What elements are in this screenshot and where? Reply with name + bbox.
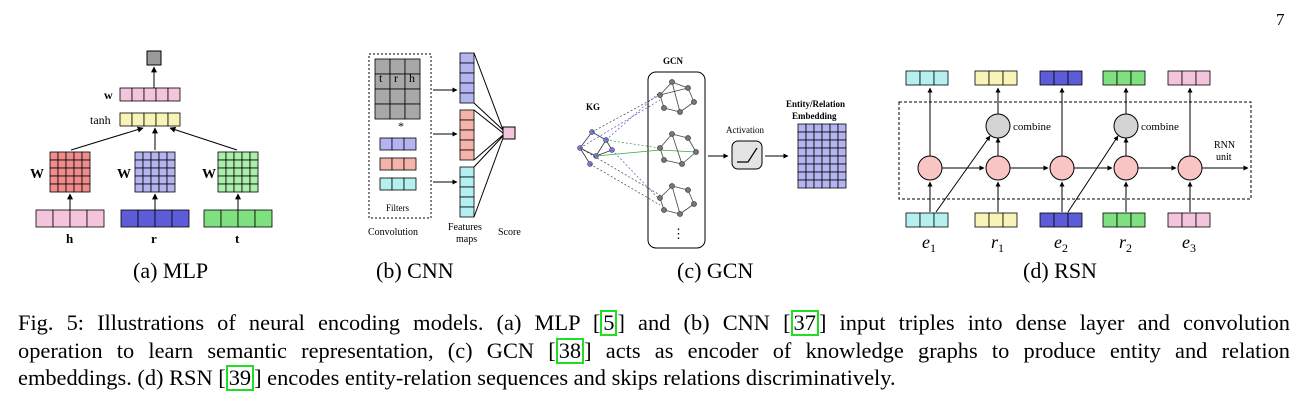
rsn-combine-label-1: combine [1013, 121, 1051, 133]
mlp-input-label-r: r [151, 231, 157, 246]
cnn-score-node [502, 126, 516, 140]
rsn-input-e3 [1167, 212, 1211, 228]
cnn-filter-letter-r: r [394, 71, 398, 85]
page-number: 7 [1276, 10, 1285, 29]
rsn-input-r2 [1102, 212, 1146, 228]
mlp-input-label-t: t [235, 231, 240, 246]
rsn-label-e2: e2 [1054, 232, 1068, 255]
cnn-feature-maps-label-1: Features [448, 222, 482, 233]
cnn-convolution-box [368, 53, 432, 219]
cnn-convolution-label: Convolution [368, 227, 418, 238]
gcn-activation-box [731, 140, 763, 170]
mlp-input-r [120, 209, 190, 228]
rsn-label-r1: r1 [991, 232, 1004, 255]
gcn-embedding-matrix [797, 123, 847, 189]
citation-link-39[interactable]: 39 [225, 365, 255, 391]
rsn-panel: combine combine RNN unit e1 r1 e2 r2 e3 [898, 70, 1252, 255]
cnn-score-label: Score [498, 227, 521, 238]
cnn-feature-map-2 [459, 109, 475, 161]
subcaption-gcn: (c) GCN [677, 258, 754, 283]
citation-link-5[interactable]: 5 [600, 310, 618, 336]
rsn-input-e1 [905, 212, 949, 228]
mlp-input-label-h: h [66, 231, 74, 246]
cnn-convolution-operator: * [398, 119, 404, 133]
subcaption-mlp: (a) MLP [133, 258, 209, 283]
mlp-panel: w tanh W W W h r t [30, 50, 273, 246]
gcn-ellipsis: ⋮ [672, 226, 685, 241]
mlp-weight-matrix-r [134, 151, 176, 193]
cnn-panel: t r h * Filters Convolution Features map… [368, 52, 521, 245]
gcn-kg-graph [579, 131, 613, 165]
rsn-rnn-node-2 [985, 155, 1011, 181]
rsn-combine-node-1 [985, 113, 1011, 139]
rsn-output-2 [974, 70, 1018, 86]
cnn-feature-map-3 [459, 166, 475, 218]
rsn-combine-label-2: combine [1141, 121, 1179, 133]
caption-line-3: embeddings. (d) RSN [39] encodes entity-… [18, 365, 896, 391]
caption-line-2: operation to learn semantic representati… [18, 337, 1290, 364]
gcn-panel: GCN KG [577, 56, 847, 249]
rsn-output-3 [1039, 70, 1083, 86]
mlp-hidden-activation-label: tanh [90, 113, 111, 127]
rsn-rnn-node-1 [917, 155, 943, 181]
gcn-title-label: GCN [663, 56, 684, 66]
rsn-rnn-node-5 [1177, 155, 1203, 181]
rsn-label-e1: e1 [922, 232, 936, 255]
rsn-input-e2 [1039, 212, 1083, 228]
rsn-rnn-node-3 [1049, 155, 1075, 181]
cnn-filter-letter-h: h [409, 71, 415, 85]
subcaption-rsn: (d) RSN [1023, 258, 1097, 283]
rsn-output-1 [905, 70, 949, 86]
citation-link-37[interactable]: 37 [790, 310, 819, 336]
rsn-output-5 [1167, 70, 1211, 86]
cnn-filter-3 [379, 177, 417, 191]
gcn-kg-connections [579, 91, 661, 206]
mlp-weight-label-t: W [202, 167, 216, 182]
mlp-output-weight-vector [119, 87, 181, 102]
mlp-weight-label-h: W [30, 167, 44, 182]
gcn-activation-curve-icon [737, 147, 758, 163]
cnn-feature-maps-label-2: maps [456, 234, 477, 245]
cnn-input-matrix [374, 58, 421, 120]
gcn-kg-label: KG [586, 102, 600, 112]
cnn-filter-1 [379, 137, 417, 151]
rsn-output-4 [1102, 70, 1146, 86]
mlp-input-t [203, 209, 273, 228]
mlp-weight-matrix-t [217, 151, 259, 193]
mlp-hidden-vector [119, 112, 181, 127]
gcn-subgraph-3 [657, 183, 697, 217]
gcn-embedding-label-1: Entity/Relation [786, 99, 845, 109]
rsn-rnn-label-2: unit [1216, 152, 1232, 163]
rsn-rnn-label-1: RNN [1214, 140, 1235, 151]
citation-link-38[interactable]: 38 [555, 337, 585, 364]
figure-5: w tanh W W W h r t t r h * [30, 50, 1252, 255]
cnn-filter-2 [379, 157, 417, 171]
mlp-output-node [146, 50, 162, 66]
rsn-input-r1 [974, 212, 1018, 228]
gcn-activation-label: Activation [726, 125, 764, 135]
mlp-weight-label-r: W [117, 167, 131, 182]
rsn-rnn-box [898, 101, 1252, 200]
caption-line-1: Fig. 5: Illustrations of neural encoding… [18, 310, 1290, 336]
rsn-combine-node-2 [1113, 113, 1139, 139]
subcaption-cnn: (b) CNN [376, 258, 454, 283]
mlp-input-h [35, 209, 105, 228]
cnn-feature-map-1 [459, 52, 475, 104]
gcn-subgraph-2 [657, 131, 699, 167]
gcn-layer-box [647, 71, 706, 249]
cnn-filters-label: Filters [386, 203, 409, 213]
rsn-label-r2: r2 [1119, 232, 1132, 255]
gcn-subgraph-1 [657, 79, 697, 115]
gcn-embedding-label-2: Embedding [792, 111, 837, 121]
rsn-label-e3: e3 [1182, 232, 1196, 255]
mlp-output-weight-label: w [104, 88, 113, 102]
cnn-filter-letter-t: t [379, 71, 383, 85]
gcn-kg-nodes [577, 129, 615, 167]
mlp-weight-matrix-h [49, 151, 91, 193]
rsn-rnn-node-4 [1113, 155, 1139, 181]
figure-caption: Fig. 5: Illustrations of neural encoding… [18, 309, 1290, 392]
